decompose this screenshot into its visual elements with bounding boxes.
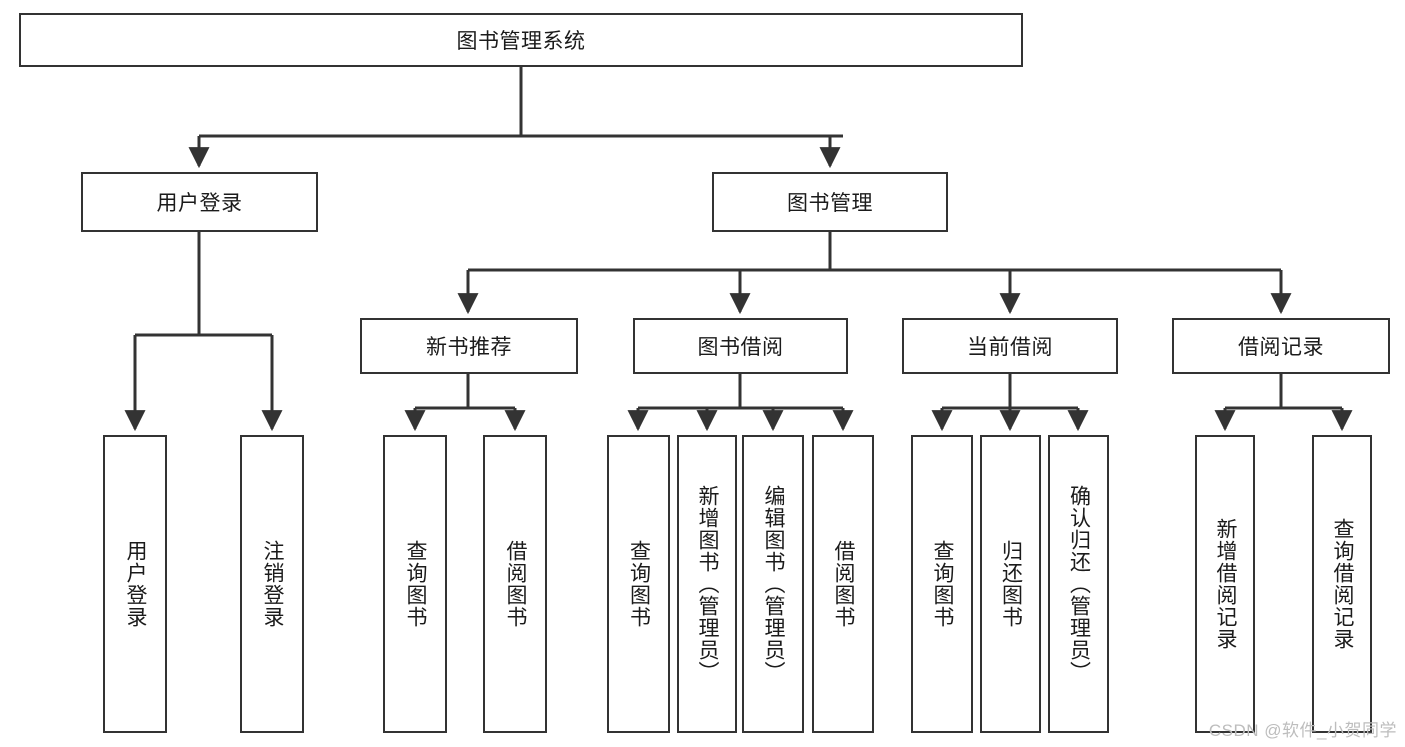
node-leaf-borrow-edit-label: 编辑图书（管理员） — [762, 485, 786, 683]
node-current-borrow[interactable]: 当前借阅 — [902, 318, 1118, 374]
node-root[interactable]: 图书管理系统 — [19, 13, 1023, 67]
node-leaf-borrow-query[interactable]: 查询图书 — [607, 435, 670, 733]
node-book-borrow-label: 图书借阅 — [697, 336, 784, 359]
node-leaf-borrow-edit[interactable]: 编辑图书（管理员） — [742, 435, 804, 733]
node-leaf-user-login-label: 用户登录 — [124, 540, 148, 628]
node-leaf-newbook-borrow-label: 借阅图书 — [504, 540, 528, 628]
node-leaf-newbook-query-label: 查询图书 — [404, 540, 428, 628]
node-root-label: 图书管理系统 — [456, 30, 586, 53]
node-leaf-record-query-label: 查询借阅记录 — [1331, 518, 1355, 650]
node-book-manage-label: 图书管理 — [787, 192, 873, 215]
node-book-borrow[interactable]: 图书借阅 — [633, 318, 848, 374]
node-leaf-current-query-label: 查询图书 — [931, 540, 955, 628]
node-borrow-record-label: 借阅记录 — [1238, 336, 1324, 359]
node-current-borrow-label: 当前借阅 — [967, 336, 1053, 359]
node-leaf-user-login[interactable]: 用户登录 — [103, 435, 167, 733]
node-user-login-label: 用户登录 — [156, 192, 243, 215]
node-book-manage[interactable]: 图书管理 — [712, 172, 948, 232]
node-leaf-current-return[interactable]: 归还图书 — [980, 435, 1041, 733]
node-leaf-current-query[interactable]: 查询图书 — [911, 435, 973, 733]
node-leaf-borrow-do-label: 借阅图书 — [832, 540, 856, 628]
node-leaf-borrow-query-label: 查询图书 — [627, 540, 651, 628]
node-borrow-record[interactable]: 借阅记录 — [1172, 318, 1390, 374]
node-leaf-logout-label: 注销登录 — [261, 540, 285, 628]
node-leaf-borrow-add-label: 新增图书（管理员） — [696, 485, 720, 683]
node-leaf-current-return-label: 归还图书 — [999, 540, 1023, 628]
node-leaf-current-confirm[interactable]: 确认归还（管理员） — [1048, 435, 1109, 733]
node-leaf-record-add[interactable]: 新增借阅记录 — [1195, 435, 1255, 733]
node-leaf-record-query[interactable]: 查询借阅记录 — [1312, 435, 1372, 733]
node-new-book-recommend-label: 新书推荐 — [426, 336, 512, 359]
node-leaf-logout[interactable]: 注销登录 — [240, 435, 304, 733]
node-leaf-current-confirm-label: 确认归还（管理员） — [1067, 485, 1091, 683]
node-leaf-record-add-label: 新增借阅记录 — [1214, 518, 1238, 650]
node-new-book-recommend[interactable]: 新书推荐 — [360, 318, 578, 374]
node-leaf-newbook-borrow[interactable]: 借阅图书 — [483, 435, 547, 733]
node-leaf-newbook-query[interactable]: 查询图书 — [383, 435, 447, 733]
node-leaf-borrow-do[interactable]: 借阅图书 — [812, 435, 874, 733]
node-leaf-borrow-add[interactable]: 新增图书（管理员） — [677, 435, 737, 733]
node-user-login[interactable]: 用户登录 — [81, 172, 318, 232]
